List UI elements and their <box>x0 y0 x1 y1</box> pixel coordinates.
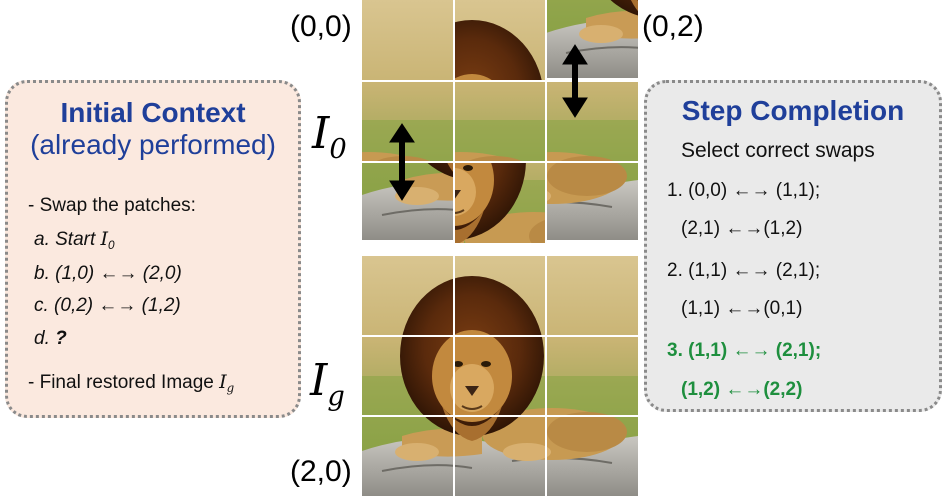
step-d: d. ? <box>34 328 67 350</box>
restored-goal-image <box>362 256 638 496</box>
option-1-line1[interactable]: 1. (0,0) ←→ (1,1); <box>667 180 821 201</box>
step-completion-panel: Step Completion Select correct swaps 1. … <box>644 80 942 412</box>
initial-context-panel: Initial Context (already performed) - Sw… <box>5 80 301 418</box>
step-c: c. (0,2) ←→ (1,2) <box>34 295 181 316</box>
option-2-line2[interactable]: (1,1) ←→(0,1) <box>681 298 803 319</box>
select-swaps-prompt: Select correct swaps <box>681 139 875 162</box>
final-label-text: - Final restored Image <box>28 372 220 393</box>
final-symbol: I <box>219 371 227 393</box>
option-2-line1[interactable]: 2. (1,1) ←→ (2,1); <box>667 260 821 281</box>
step-a-symbol: I <box>100 228 109 250</box>
step-d-mark: ? <box>55 328 67 349</box>
initial-context-subtitle: (already performed) <box>30 129 276 160</box>
coord-label-20: (2,0) <box>290 455 352 488</box>
goal-symbol-letter: I <box>310 355 328 406</box>
initial-context-title: Initial Context <box>60 97 246 128</box>
step-a-text: a. Start <box>34 229 101 250</box>
coord-label-02: (0,2) <box>642 10 704 43</box>
swap-intro: - Swap the patches: <box>28 195 196 216</box>
option-3-line1[interactable]: 3. (1,1) ←→ (2,1); <box>667 340 822 361</box>
scrambled-symbol-letter: I <box>312 108 330 159</box>
goal-grid-lines <box>362 256 638 496</box>
step-d-text: d. <box>34 328 56 349</box>
patch-0-2 <box>546 0 638 79</box>
scrambled-puzzle-svg <box>362 0 638 243</box>
puzzle-grid-lines <box>362 0 638 243</box>
restored-goal-svg <box>362 256 638 496</box>
scrambled-symbol-sub: 0 <box>329 133 347 165</box>
step-a-sub: 0 <box>108 239 115 253</box>
option-1-line2[interactable]: (2,1) ←→(1,2) <box>681 218 803 239</box>
step-a: a. Start I0 <box>34 228 115 253</box>
goal-image-symbol: Ig <box>310 355 345 412</box>
final-sub: g <box>226 381 235 396</box>
step-b: b. (1,0) ←→ (2,0) <box>34 263 182 284</box>
option-3-line2[interactable]: (1,2) ←→(2,2) <box>681 379 803 400</box>
coord-label-00: (0,0) <box>290 10 352 43</box>
swap-arrow-vertical-left <box>389 123 415 201</box>
step-completion-title: Step Completion <box>681 95 905 126</box>
scrambled-image-symbol: I0 <box>312 108 347 165</box>
scrambled-puzzle-image <box>362 0 638 243</box>
final-image-label: - Final restored Image Ig <box>28 371 235 396</box>
goal-symbol-sub: g <box>327 380 345 412</box>
swap-arrow-vertical-right <box>562 44 588 118</box>
